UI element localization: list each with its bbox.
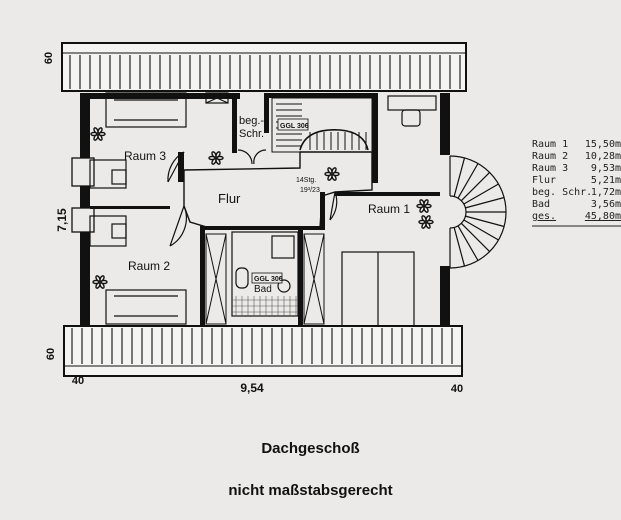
chimney-label-upper: GGL 306 [280,123,309,130]
area-row-total: ges. 45,80m [532,211,621,223]
dim-bottom-roof: 60 [45,348,57,360]
area-row-beg-schr: beg. Schr. 1,72m [532,187,621,199]
staircase [271,97,373,153]
area-value: 1,72m [590,187,621,198]
area-name: beg. Schr. [532,187,593,198]
area-row-flur: Flur 5,21m [532,175,621,187]
room-label-beg-schr-1: beg.- [239,115,264,127]
closet-hatches [205,233,325,325]
area-table: Raum 1 15,50m Raum 2 10,28m Raum 3 9,53m… [532,139,621,223]
room-label-raum3: Raum 3 [124,149,166,163]
area-name: Flur [532,175,557,186]
room-label-beg-schr-2: Schr. [239,128,264,140]
chimney-label-lower: GGL 306 [254,276,283,283]
flur-corridor [183,151,373,229]
dim-left-wall: 40 [72,375,84,387]
spiral-staircase [449,155,507,269]
area-name: ges. [532,211,557,222]
area-row-raum3: Raum 3 9,53m [532,163,621,175]
area-value: 5,21m [590,175,621,186]
area-row-raum1: Raum 1 15,50m [532,139,621,151]
area-value: 15,50m [584,139,621,150]
area-name: Raum 2 [532,151,569,162]
area-value: 9,53m [590,163,621,174]
dim-left-depth: 7,15 [55,208,69,232]
area-value: 3,56m [590,199,621,210]
dim-right-wall: 40 [451,383,463,395]
plan-title: Dachgeschoß [261,440,360,457]
raum3-furniture [89,92,229,189]
bathroom-fixtures [231,231,299,317]
stairs-label-steps: 14Stg. [296,177,316,184]
area-value: 10,28m [584,151,621,162]
left-windows [71,157,95,233]
bottom-roof-strip [63,325,463,377]
area-row-raum2: Raum 2 10,28m [532,151,621,163]
room-label-bad: Bad [254,284,272,295]
plant-icons [90,127,434,289]
dim-width-total: 9,54 [240,381,264,395]
top-roof-strip [61,42,467,92]
raum2-furniture [89,215,187,325]
dim-top-roof: 60 [43,52,55,64]
room-label-raum1: Raum 1 [368,202,410,216]
raum1-furniture [341,95,437,327]
door-swings [167,149,338,247]
area-row-bad: Bad 3,56m [532,199,621,211]
area-name: Bad [532,199,551,210]
room-label-raum2: Raum 2 [128,259,170,273]
outer-walls [80,93,450,326]
room-label-flur: Flur [218,191,241,206]
stairs-label-ratio: 19³/23 [300,187,320,194]
area-name: Raum 3 [532,163,569,174]
plan-scale-note: nicht maßstabsgerecht [228,482,393,499]
area-name: Raum 1 [532,139,569,150]
area-value: 45,80m [584,211,621,222]
